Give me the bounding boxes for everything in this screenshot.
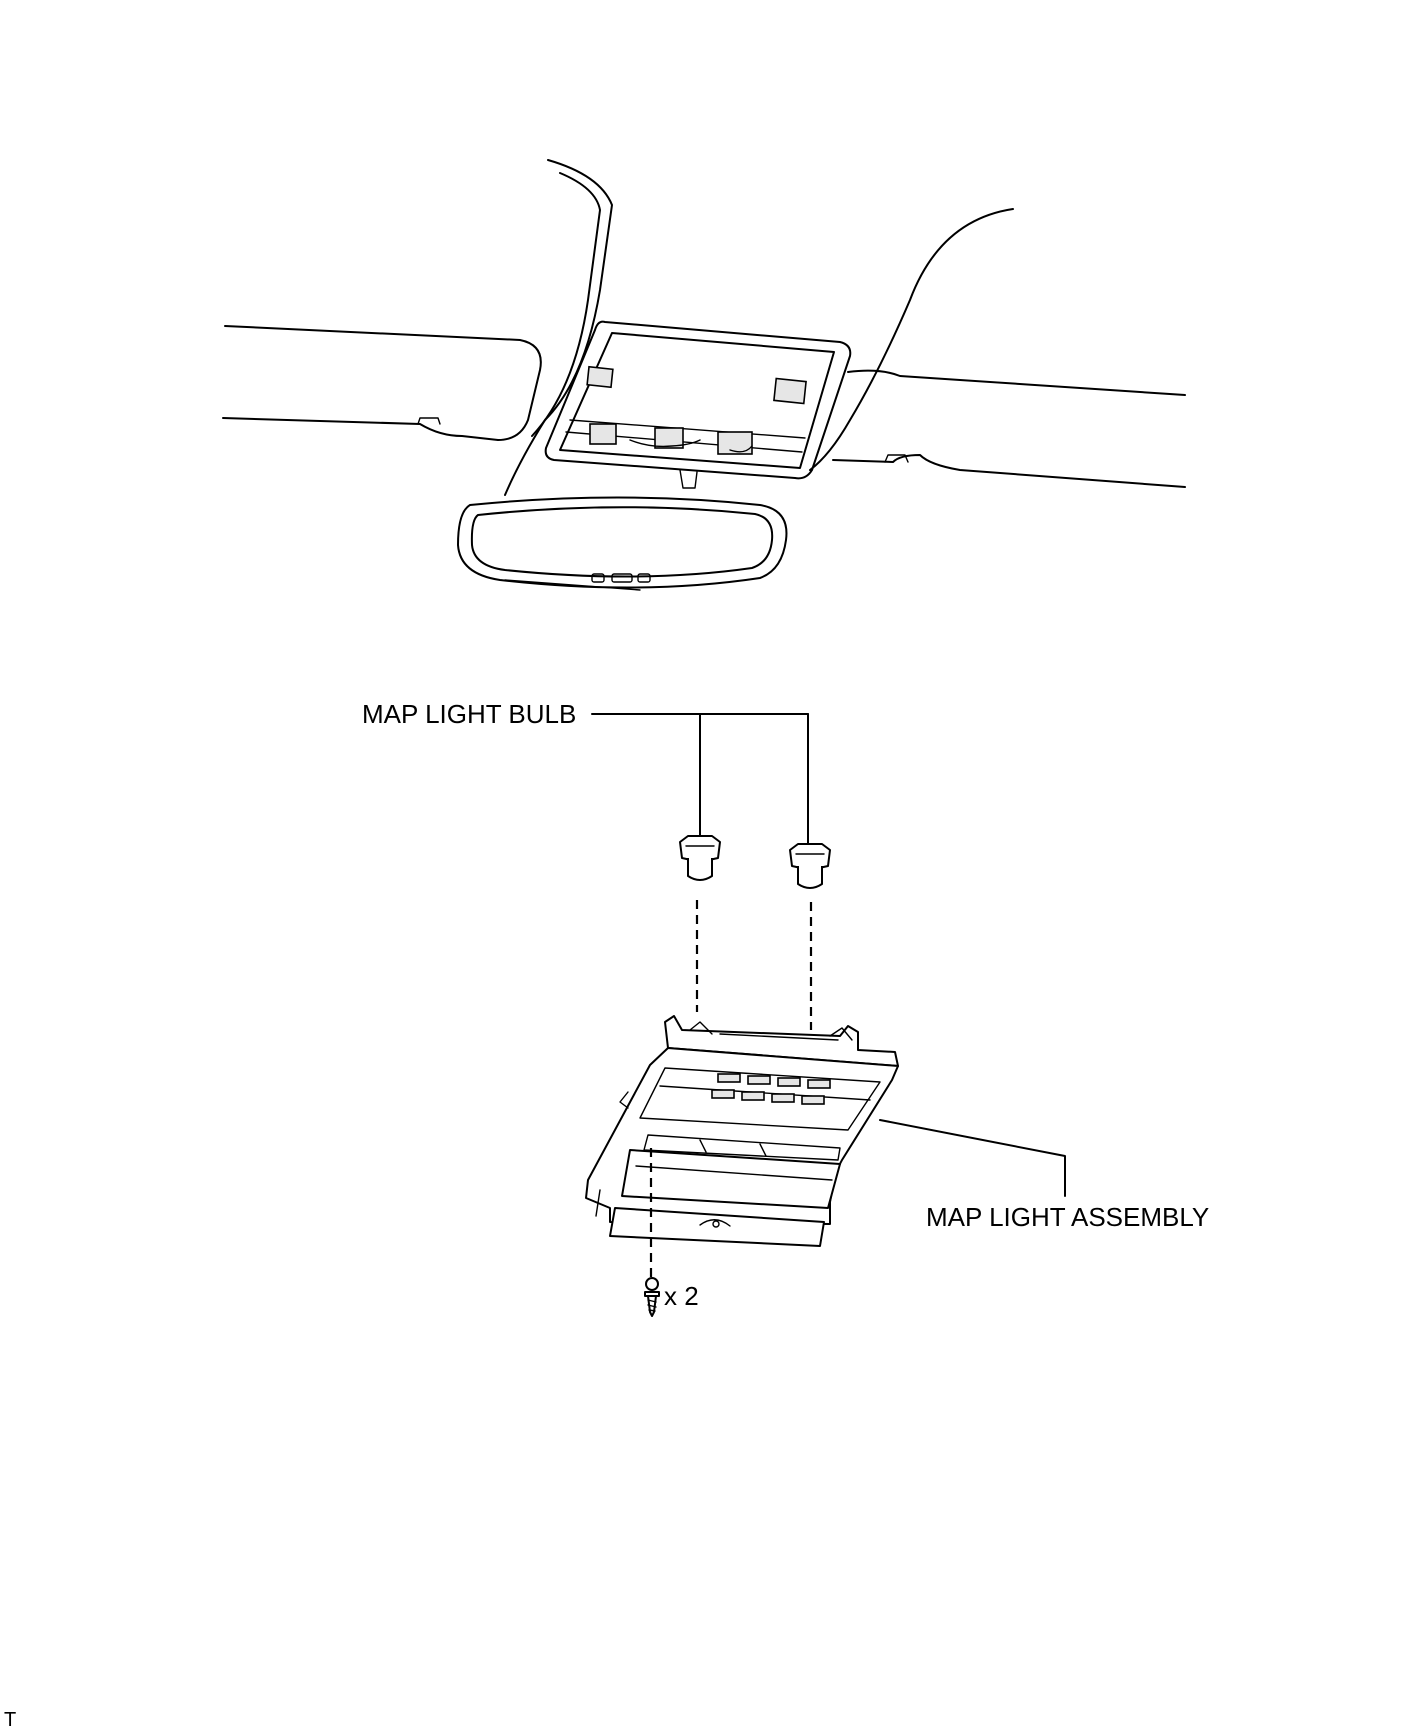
screw-icon: [644, 1277, 660, 1317]
map-light-assembly-label: MAP LIGHT ASSEMBLY: [926, 1202, 1209, 1232]
assembly-leader-line: [879, 1119, 1066, 1197]
map-light-assembly: [585, 1015, 899, 1247]
roof-headliner-view: [222, 159, 1186, 591]
screw-quantity-label: x 2: [664, 1281, 699, 1311]
bulb-leader-line: [591, 713, 809, 847]
map-light-bulb-left: [679, 835, 721, 881]
map-light-bulb-right: [789, 843, 831, 889]
corner-mark: T: [4, 1709, 16, 1731]
map-light-bulb-label: MAP LIGHT BULB: [362, 699, 576, 729]
